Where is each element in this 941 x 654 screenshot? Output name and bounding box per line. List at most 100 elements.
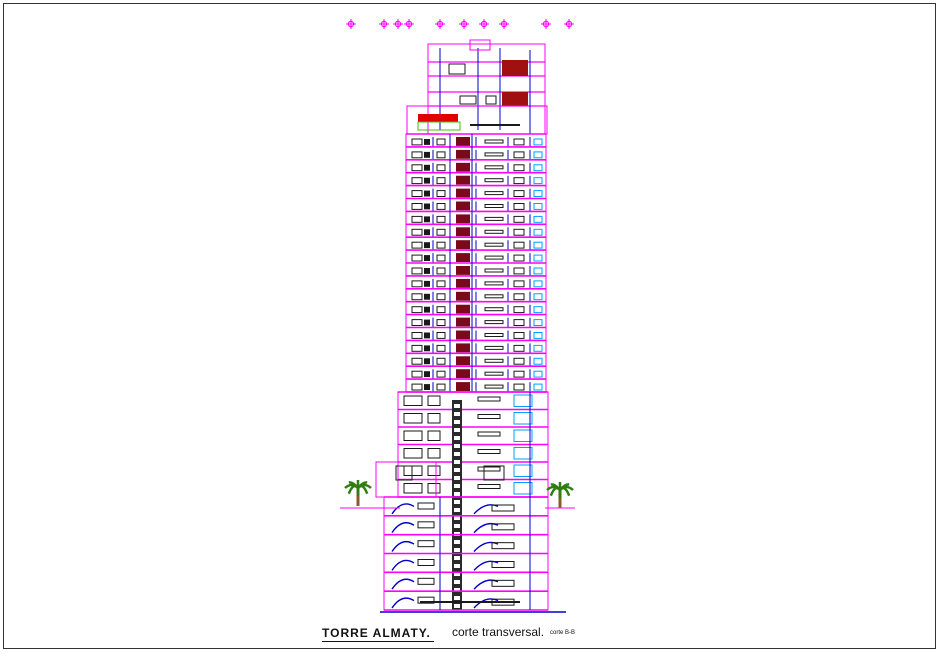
unit-furniture: [436, 383, 446, 391]
elevator-shaft-pattern: [454, 428, 460, 432]
elevator-shaft-pattern: [454, 548, 460, 552]
unit-furniture: [411, 151, 423, 159]
unit-furniture: [411, 190, 423, 198]
unit-furniture: [484, 333, 504, 337]
stair-run: [533, 164, 543, 172]
unit-furniture: [513, 267, 525, 275]
stair-run: [533, 280, 543, 288]
elevator-shaft-pattern: [454, 604, 460, 608]
core-shaft: [456, 356, 470, 366]
axis-marker: [404, 19, 414, 29]
unit-furniture: [513, 306, 525, 314]
elevator-shaft-pattern: [454, 492, 460, 496]
drawing-subtitle: corte transversal.: [452, 625, 545, 639]
parked-car: [417, 596, 435, 604]
unit-furniture: [513, 383, 525, 391]
unit-furniture: [411, 383, 423, 391]
elevator-shaft-pattern: [454, 412, 460, 416]
core-shaft: [456, 214, 470, 224]
unit-furniture: [424, 190, 430, 197]
parked-car: [491, 579, 515, 587]
podium-furniture: [403, 395, 423, 406]
drawing-frame: [3, 3, 936, 649]
unit-furniture: [424, 384, 430, 390]
core-shaft: [456, 227, 470, 237]
unit-furniture: [513, 370, 525, 378]
elevator-shaft-pattern: [454, 556, 460, 560]
podium-furniture: [427, 413, 441, 424]
elevator-shaft-pattern: [454, 564, 460, 568]
stair-run: [533, 177, 543, 185]
unit-furniture: [424, 306, 430, 313]
parking-ramp: [391, 559, 415, 571]
elevator-shaft-pattern: [454, 460, 460, 464]
unit-furniture: [436, 357, 446, 365]
unit-furniture: [436, 164, 446, 172]
unit-furniture: [424, 139, 430, 145]
unit-furniture: [424, 255, 430, 261]
core-shaft: [456, 266, 470, 275]
unit-furniture: [484, 307, 504, 312]
unit-furniture: [424, 177, 430, 184]
parked-car: [491, 561, 515, 568]
parked-car: [417, 577, 435, 585]
core-shaft: [456, 291, 470, 301]
unit-furniture: [484, 139, 504, 144]
elevator-shaft-pattern: [454, 484, 460, 488]
parking-ramp: [391, 522, 415, 534]
parking-ramp: [391, 597, 415, 609]
stair-run: [533, 228, 543, 236]
unit-furniture: [484, 152, 504, 157]
drawing-title: TORRE ALMATY.: [322, 626, 431, 640]
unit-furniture: [436, 370, 446, 378]
unit-furniture: [411, 164, 423, 172]
unit-furniture: [484, 320, 504, 325]
unit-furniture: [436, 280, 446, 288]
unit-furniture: [436, 267, 446, 275]
core-shaft: [456, 188, 470, 198]
podium-furniture: [427, 395, 441, 406]
podium-furniture: [403, 430, 423, 441]
core-shaft: [456, 382, 470, 391]
unit-furniture: [436, 228, 446, 236]
unit-furniture: [424, 345, 430, 352]
penthouse-masonry: [502, 60, 528, 76]
parking-ramp: [473, 579, 499, 590]
parking-ramp: [391, 540, 415, 552]
core-shaft: [456, 369, 470, 379]
unit-furniture: [411, 332, 423, 339]
unit-furniture: [436, 190, 446, 198]
terrace-pool: [418, 114, 458, 122]
podium-furniture: [403, 483, 423, 494]
elevator-shaft-pattern: [454, 580, 460, 584]
stair-run: [533, 370, 543, 378]
unit-furniture: [436, 138, 446, 146]
palm-frond: [559, 483, 570, 491]
penthouse-furniture: [485, 95, 497, 105]
core-shaft: [456, 317, 470, 327]
stair-run: [533, 267, 543, 275]
elevator-shaft-pattern: [454, 468, 460, 472]
unit-furniture: [424, 280, 430, 287]
unit-furniture: [424, 151, 430, 158]
unit-furniture: [436, 177, 446, 185]
unit-furniture: [513, 254, 525, 262]
podium-furniture: [477, 431, 501, 437]
podium-furniture: [477, 484, 501, 489]
unit-furniture: [424, 164, 430, 171]
unit-furniture: [484, 384, 504, 389]
unit-furniture: [424, 268, 430, 274]
podium-furniture: [403, 448, 423, 459]
podium-furniture: [477, 396, 501, 402]
unit-furniture: [411, 241, 423, 249]
unit-furniture: [513, 177, 525, 185]
stair-run: [533, 151, 543, 159]
stair-run: [533, 319, 543, 327]
core-shaft: [456, 201, 470, 211]
unit-furniture: [436, 215, 446, 223]
unit-furniture: [484, 345, 504, 350]
stair-run: [533, 357, 543, 365]
unit-furniture: [424, 203, 430, 210]
unit-furniture: [411, 138, 423, 146]
podium-furniture: [427, 465, 441, 476]
